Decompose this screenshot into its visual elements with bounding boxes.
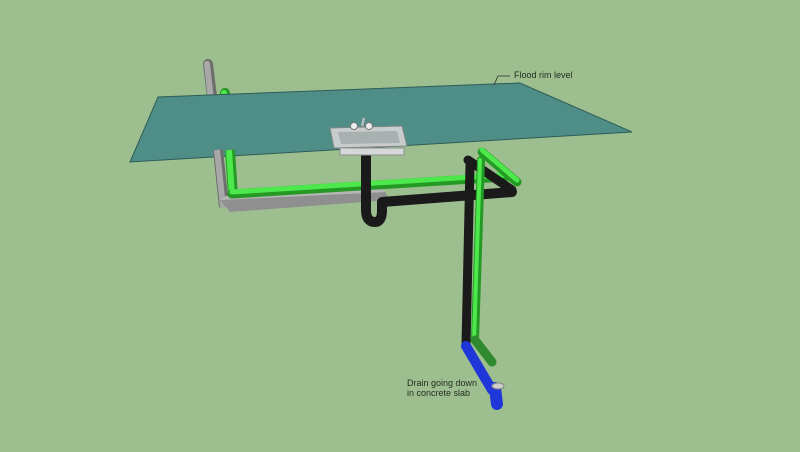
sink	[329, 117, 408, 156]
green-riser-pipe	[470, 147, 522, 367]
drain-label-line1: Drain going down	[407, 378, 478, 388]
flood-rim-plane	[129, 82, 633, 163]
flood-rim-label: Flood rim level	[514, 70, 573, 80]
drain-label: Drain going down in concrete slab	[407, 378, 477, 398]
blue-cleanout-pipe	[461, 341, 505, 410]
drain-label-line2: in concrete slab	[407, 388, 471, 398]
black-drain-pipe	[361, 147, 517, 350]
flood-rim-leader	[493, 75, 510, 86]
